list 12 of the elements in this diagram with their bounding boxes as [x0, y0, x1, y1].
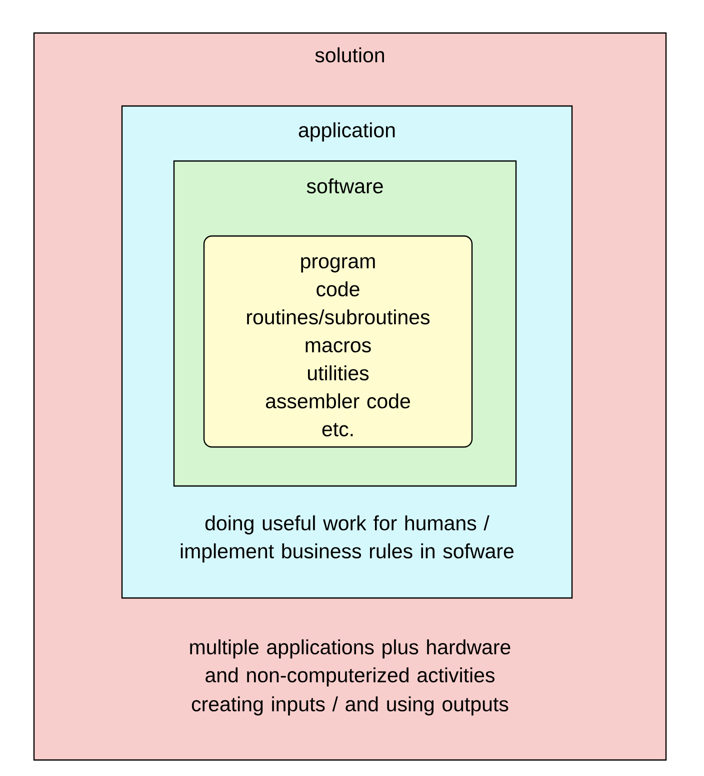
box-title: software [306, 178, 383, 194]
list-item: program [301, 257, 375, 272]
list-item: macros [306, 341, 371, 352]
description-text: doing useful work for humans / implement business rules in sofware [180, 515, 514, 562]
list-item: code [316, 281, 360, 296]
list-item: etc. [322, 422, 353, 436]
description-text: creating inputs / and using outputs [192, 696, 508, 716]
list-item: routines/subroutines [247, 309, 430, 324]
box-title: application [298, 122, 395, 142]
list-item: assembler code [266, 393, 410, 408]
list-item: utilities [308, 365, 369, 380]
box-title: solution [315, 47, 384, 62]
